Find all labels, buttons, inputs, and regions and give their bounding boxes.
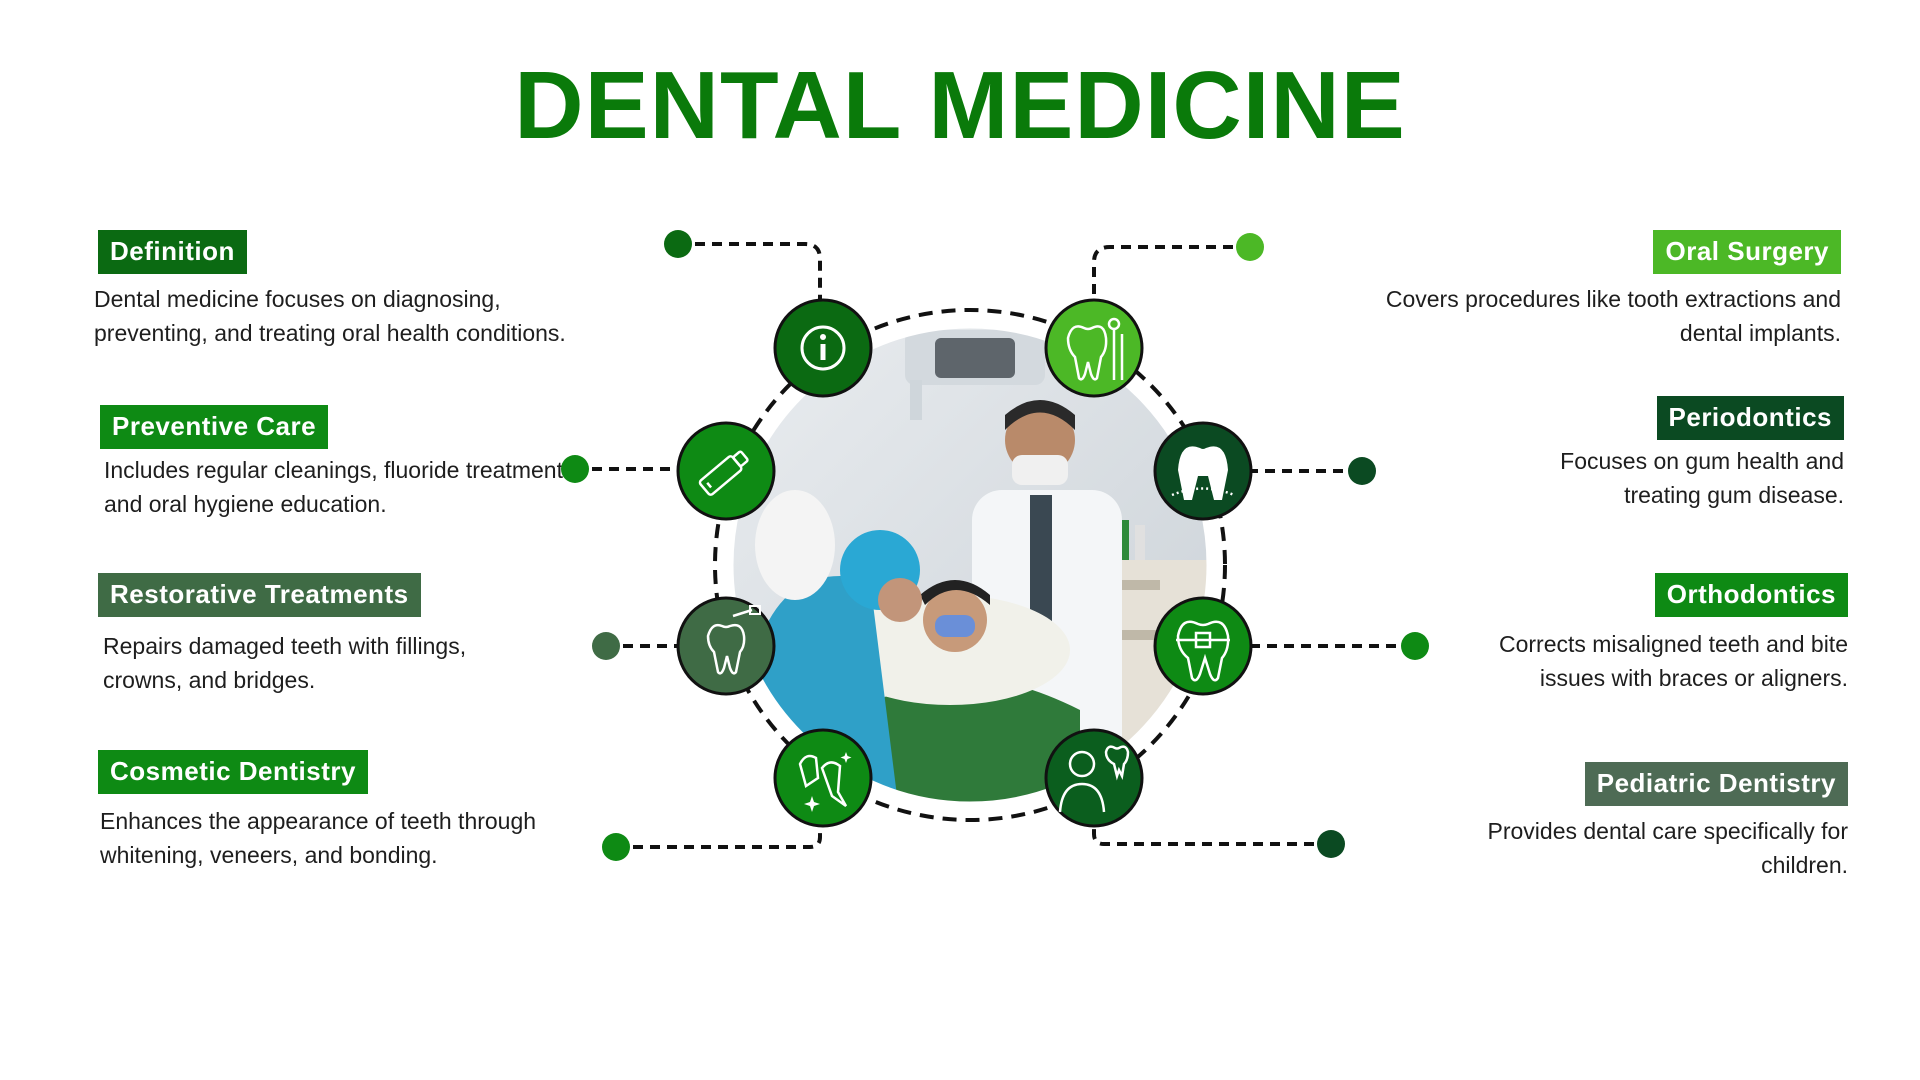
drill-tooth-icon [676, 596, 776, 696]
veneer-icon [773, 728, 873, 828]
restorative-dot [592, 632, 620, 660]
oral-surgery-dot [1236, 233, 1264, 261]
cosmetic-dentistry-description: Enhances the appearance of teeth through… [100, 808, 537, 868]
pediatric-dot [1317, 830, 1345, 858]
restorative-treatments-block: Restorative Treatments Repairs damaged t… [98, 573, 618, 697]
info-icon [773, 298, 873, 398]
oral-surgery-block: Oral Surgery Covers procedures like toot… [1321, 230, 1841, 350]
preventive-care-description: Includes regular cleanings, fluoride tre… [104, 457, 581, 517]
braces-icon [1153, 596, 1253, 696]
page-title: DENTAL MEDICINE [514, 52, 1406, 159]
periodontics-dot [1348, 457, 1376, 485]
definition-description: Dental medicine focuses on diagnosing, p… [94, 286, 566, 346]
preventive-care-block: Preventive Care Includes regular cleanin… [100, 405, 620, 521]
gum-icon [1153, 421, 1253, 521]
restorative-treatments-label: Restorative Treatments [98, 573, 421, 617]
oral-surgery-description: Covers procedures like tooth extractions… [1385, 286, 1841, 346]
tooth-tools-icon [1044, 298, 1144, 398]
cosmetic-dentistry-block: Cosmetic Dentistry Enhances the appearan… [98, 750, 618, 872]
orthodontics-dot [1401, 632, 1429, 660]
definition-label: Definition [98, 230, 247, 274]
orthodontics-block: Orthodontics Corrects misaligned teeth a… [1328, 573, 1848, 695]
orthodontics-description: Corrects misaligned teeth and bite issue… [1498, 631, 1848, 691]
restorative-treatments-description: Repairs damaged teeth with fillings, cro… [103, 633, 467, 693]
orthodontics-label: Orthodontics [1654, 573, 1848, 617]
outer-dashed-ring [713, 308, 1227, 822]
periodontics-description: Focuses on gum health and treating gum d… [1560, 448, 1844, 508]
cosmetic-dot [602, 833, 630, 861]
toothpaste-icon [676, 421, 776, 521]
cosmetic-dentistry-label: Cosmetic Dentistry [98, 750, 368, 794]
pediatric-dentistry-label: Pediatric Dentistry [1584, 762, 1848, 806]
definition-block: Definition Dental medicine focuses on di… [94, 230, 618, 350]
dentist-icon [1044, 728, 1144, 828]
pediatric-dentistry-block: Pediatric Dentistry Provides dental care… [1328, 762, 1848, 882]
oral-surgery-label: Oral Surgery [1653, 230, 1841, 274]
preventive-care-dot [561, 455, 589, 483]
pediatric-dentistry-description: Provides dental care specifically for ch… [1487, 818, 1849, 878]
preventive-care-label: Preventive Care [100, 405, 329, 449]
definition-dot [664, 230, 692, 258]
periodontics-label: Periodontics [1656, 396, 1844, 440]
periodontics-block: Periodontics Focuses on gum health and t… [1324, 396, 1844, 512]
dental-exam-photo [732, 327, 1208, 803]
